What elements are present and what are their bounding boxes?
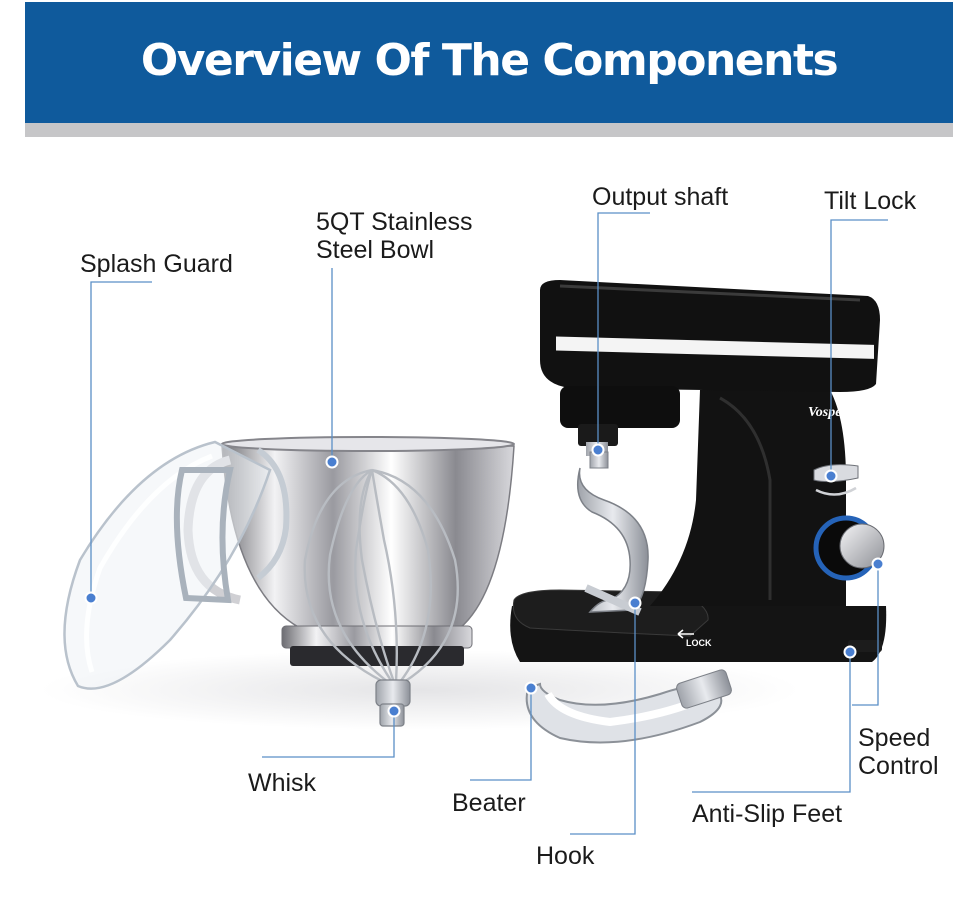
- leader-hook: [570, 603, 636, 835]
- page-title: Overview Of The Components: [140, 35, 839, 86]
- leader-whisk: [262, 711, 395, 758]
- label-splash-guard: Splash Guard: [80, 250, 233, 278]
- label-tilt-lock: Tilt Lock: [824, 187, 917, 215]
- label-whisk: Whisk: [248, 769, 317, 797]
- header-shadow: [25, 123, 953, 137]
- leader-tilt-lock: [830, 219, 888, 476]
- leader-speed-control: [852, 564, 879, 706]
- label-hook: Hook: [536, 842, 595, 870]
- leader-lines: [90, 212, 888, 835]
- label-beater: Beater: [452, 789, 526, 817]
- leader-dots: [84, 443, 885, 718]
- splash-guard: [63, 440, 290, 690]
- flat-beater: [525, 669, 732, 744]
- leader-output-shaft: [597, 212, 650, 450]
- dough-hook: [577, 451, 649, 616]
- label-output-shaft: Output shaft: [592, 183, 729, 211]
- brand-logo: Vospeed: [808, 405, 856, 420]
- leader-splash-guard: [90, 281, 152, 598]
- leader-anti-slip-feet: [692, 652, 851, 793]
- stand-mixer: LOCK Vospeed: [510, 280, 887, 662]
- whisk: [303, 468, 459, 727]
- lock-text: LOCK: [686, 638, 712, 648]
- label-bowl: 5QT Stainless Steel Bowl: [316, 208, 473, 264]
- leader-beater: [470, 688, 532, 781]
- label-anti-slip-feet: Anti-Slip Feet: [692, 800, 843, 828]
- label-speed-control: Speed Control: [858, 724, 939, 780]
- header-banner: Overview Of The Components: [25, 2, 953, 123]
